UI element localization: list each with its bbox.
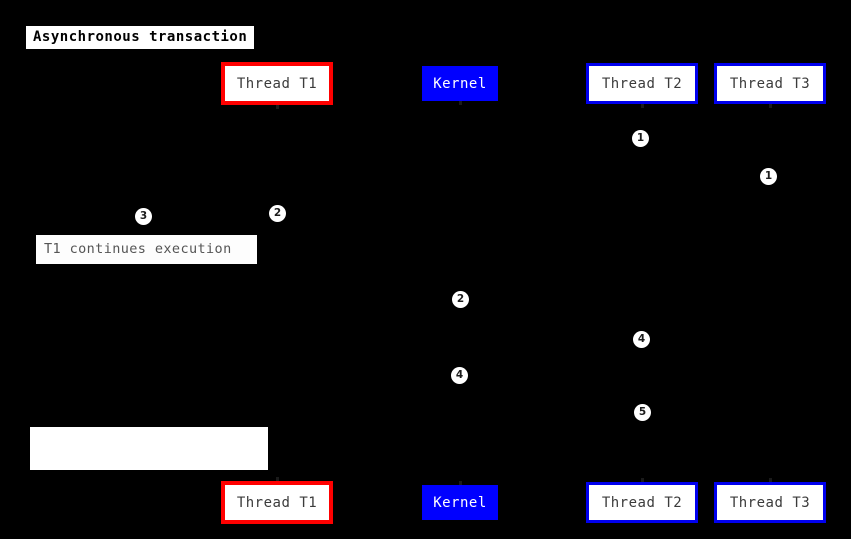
note-box: T1 continues execution <box>36 235 257 264</box>
step-badge-5: 5 <box>634 404 651 421</box>
step-badge-1: 1 <box>632 130 649 147</box>
lifeline-bottom-thread-t3[interactable]: Thread T3 <box>714 482 826 523</box>
step-badge-2: 2 <box>452 291 469 308</box>
lifeline-connector-nub <box>458 481 462 485</box>
lifeline-label: Thread T2 <box>601 494 683 511</box>
lifeline-connector-nub <box>768 478 772 482</box>
lifeline-top-thread-t1[interactable]: Thread T1 <box>221 62 333 105</box>
note-text: T1 continues execution <box>44 240 232 257</box>
lifeline-connector-nub <box>275 105 279 109</box>
lifeline-label: Thread T3 <box>729 494 811 511</box>
lifeline-label: Kernel <box>433 75 487 92</box>
lifeline-connector-nub <box>275 477 279 481</box>
lifeline-label: Thread T2 <box>601 75 683 92</box>
lifeline-label: Thread T1 <box>236 75 318 92</box>
lifeline-top-thread-t2[interactable]: Thread T2 <box>586 63 698 104</box>
lifeline-top-kernel[interactable]: Kernel <box>422 66 498 101</box>
lifeline-label: Thread T3 <box>729 75 811 92</box>
step-badge-4: 4 <box>451 367 468 384</box>
lifeline-connector-nub <box>640 478 644 482</box>
lifeline-label: Kernel <box>433 494 487 511</box>
empty-note-box <box>30 427 268 470</box>
diagram-title: Asynchronous transaction <box>26 26 255 49</box>
step-badge-4: 4 <box>633 331 650 348</box>
lifeline-bottom-thread-t1[interactable]: Thread T1 <box>221 481 333 524</box>
step-badge-2: 2 <box>269 205 286 222</box>
lifeline-bottom-kernel[interactable]: Kernel <box>422 485 498 520</box>
lifeline-label: Thread T1 <box>236 494 318 511</box>
lifeline-connector-nub <box>640 104 644 108</box>
lifeline-top-thread-t3[interactable]: Thread T3 <box>714 63 826 104</box>
step-badge-1: 1 <box>760 168 777 185</box>
lifeline-connector-nub <box>458 101 462 105</box>
lifeline-connector-nub <box>768 104 772 108</box>
lifeline-bottom-thread-t2[interactable]: Thread T2 <box>586 482 698 523</box>
step-badge-3: 3 <box>135 208 152 225</box>
